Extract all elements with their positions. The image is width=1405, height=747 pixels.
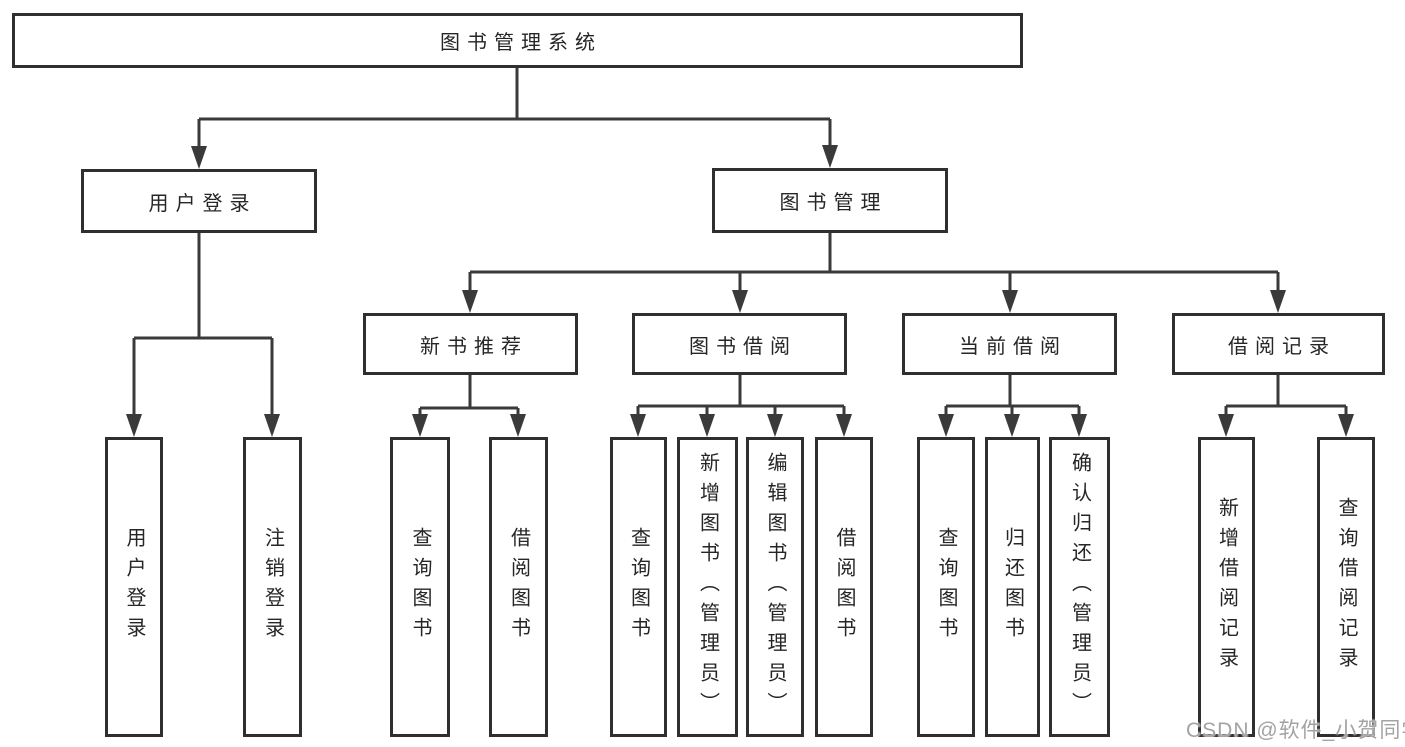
node-label: 图书管理 bbox=[779, 192, 888, 214]
node-book-management: 图书管理 bbox=[712, 168, 948, 233]
connector-current-borrowing bbox=[938, 375, 1087, 437]
node-user-login: 用户登录 bbox=[81, 169, 317, 233]
leaf-label: 确认归还（管理员） bbox=[1068, 452, 1091, 722]
node-label: 图书借阅 bbox=[689, 335, 797, 358]
leaf-query-books-recommend: 查询图书 bbox=[390, 437, 450, 737]
leaf-label: 归还图书 bbox=[1001, 527, 1024, 647]
leaf-label: 查询图书 bbox=[935, 527, 957, 647]
leaf-query-books-current: 查询图书 bbox=[917, 437, 975, 737]
leaf-edit-books-admin: 编辑图书（管理员） bbox=[746, 437, 804, 737]
leaf-add-borrow-record: 新增借阅记录 bbox=[1198, 437, 1255, 737]
leaf-return-books: 归还图书 bbox=[985, 437, 1040, 737]
leaf-label: 新增借阅记录 bbox=[1215, 497, 1238, 677]
leaf-borrow-books: 借阅图书 bbox=[815, 437, 873, 737]
leaf-query-borrow-record: 查询借阅记录 bbox=[1317, 437, 1375, 737]
leaf-label: 注销登录 bbox=[261, 527, 284, 647]
leaf-query-books-borrowing: 查询图书 bbox=[610, 437, 667, 737]
node-label: 用户登录 bbox=[148, 192, 257, 215]
leaf-logout: 注销登录 bbox=[243, 437, 302, 737]
connector-borrowing-records bbox=[1218, 375, 1354, 437]
leaf-label: 编辑图书（管理员） bbox=[764, 452, 786, 722]
leaf-label: 新增图书（管理员） bbox=[696, 452, 719, 722]
node-label: 借阅记录 bbox=[1228, 335, 1336, 358]
connector-book-borrowing bbox=[630, 375, 852, 437]
connector-user-login bbox=[126, 233, 280, 437]
node-label: 当前借阅 bbox=[959, 335, 1067, 358]
leaf-label: 查询图书 bbox=[627, 527, 650, 647]
connector-new-book-recommend bbox=[412, 375, 526, 437]
leaf-add-books-admin: 新增图书（管理员） bbox=[677, 437, 738, 737]
leaf-confirm-return-admin: 确认归还（管理员） bbox=[1049, 437, 1110, 737]
leaf-label: 查询借阅记录 bbox=[1335, 497, 1357, 677]
node-borrowing-records: 借阅记录 bbox=[1172, 313, 1385, 375]
node-label: 新书推荐 bbox=[420, 335, 528, 358]
node-book-borrowing: 图书借阅 bbox=[632, 313, 847, 375]
node-new-book-recommend: 新书推荐 bbox=[363, 313, 578, 375]
connector-book-management bbox=[462, 233, 1286, 313]
leaf-borrow-books-recommend: 借阅图书 bbox=[489, 437, 548, 737]
leaf-label: 查询图书 bbox=[409, 527, 431, 647]
node-root-system: 图书管理系统 bbox=[12, 13, 1023, 68]
leaf-label: 借阅图书 bbox=[507, 527, 530, 647]
connector-root-to-level1 bbox=[191, 68, 838, 169]
node-current-borrowing: 当前借阅 bbox=[902, 313, 1117, 375]
csdn-watermark: CSDN @软件_小贺同学 bbox=[1186, 719, 1405, 742]
leaf-label: 借阅图书 bbox=[833, 527, 855, 647]
leaf-label: 用户登录 bbox=[123, 527, 145, 647]
leaf-user-login: 用户登录 bbox=[105, 437, 163, 737]
node-label: 图书管理系统 bbox=[440, 32, 602, 54]
